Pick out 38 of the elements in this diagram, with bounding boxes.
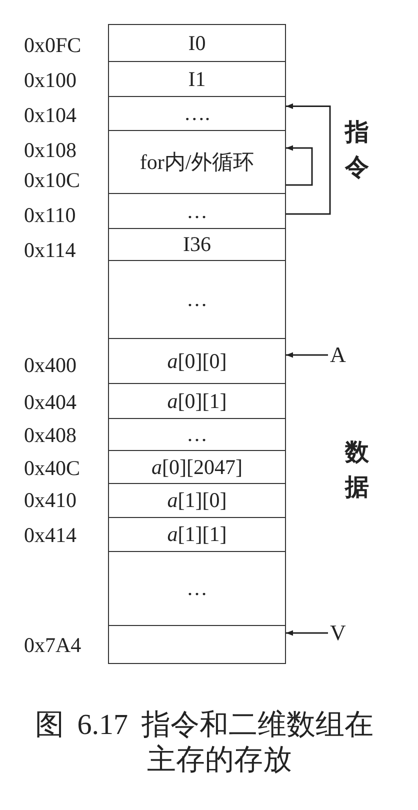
memory-cell: …: [108, 260, 286, 340]
memory-cell: for内/外循环: [108, 130, 286, 194]
address-label: 0x100: [24, 70, 76, 91]
memory-cell: a[0][0]: [108, 338, 286, 384]
arrow: [286, 103, 331, 215]
address-label: 0x0FC: [24, 35, 82, 56]
address-label: 0x7A4: [24, 635, 82, 656]
address-label: 0x40C: [24, 458, 80, 479]
address-label: 0x114: [24, 240, 76, 261]
region-label: 数据: [345, 437, 370, 503]
memory-cell: a[1][1]: [108, 517, 286, 552]
memory-cell: I0: [108, 24, 286, 62]
memory-cell: …: [108, 551, 286, 626]
address-label: 0x108: [24, 140, 76, 161]
memory-cell: a[1][0]: [108, 483, 286, 518]
memory-cell: a[0][1]: [108, 383, 286, 420]
memory-cell: ….: [108, 96, 286, 132]
address-label: 0x404: [24, 392, 76, 413]
address-label: 0x408: [24, 425, 76, 446]
pointer-label: V: [330, 622, 346, 644]
arrow: [286, 352, 328, 358]
arrow: [286, 145, 313, 186]
address-label: 0x400: [24, 355, 76, 376]
region-label: 指令: [345, 117, 370, 183]
memory-cell: …: [108, 193, 286, 230]
memory-cell: [108, 625, 286, 664]
pointer-label: A: [330, 344, 346, 366]
address-label: 0x410: [24, 490, 76, 511]
address-label: 0x10C: [24, 170, 80, 191]
memory-cell: I1: [108, 61, 286, 98]
memory-cell: a[0][2047]: [108, 450, 286, 484]
address-label: 0x110: [24, 205, 76, 226]
arrow: [286, 630, 328, 636]
address-label: 0x104: [24, 105, 76, 126]
memory-cell: …: [108, 418, 286, 452]
memory-cell: I36: [108, 228, 286, 262]
address-label: 0x414: [24, 525, 76, 546]
figure-caption: 图 6.17 指令和二维数组在主存的存放: [35, 708, 374, 778]
